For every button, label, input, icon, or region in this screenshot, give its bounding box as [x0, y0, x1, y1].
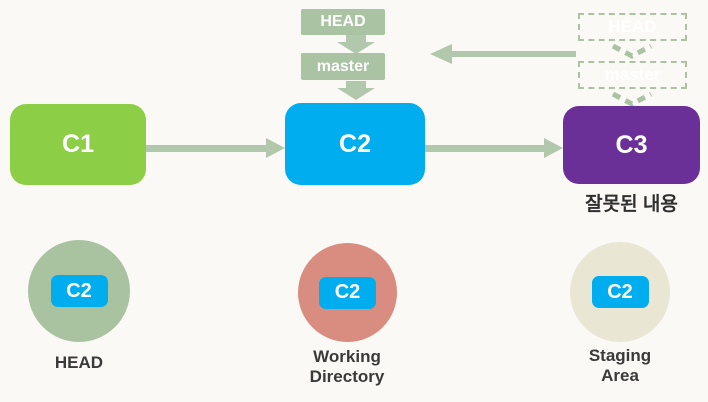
dashed-arrow-down-ghost-head-icon [611, 44, 653, 59]
ghost-head-pointer-label: HEAD [608, 17, 657, 36]
working-directory-label-line1: Working [313, 347, 381, 366]
commit-c2-box: C2 [285, 103, 425, 185]
master-pointer-label: master [316, 57, 370, 75]
arrow-left-pointer-move-icon [430, 44, 576, 64]
commit-c1-box: C1 [10, 104, 146, 185]
head-state-badge: C2 [50, 275, 108, 307]
master-pointer-box: master [301, 53, 385, 80]
working-directory-badge-label: C2 [334, 281, 361, 303]
staging-area-circle: C2 [570, 242, 670, 342]
working-directory-label: Working Directory [287, 347, 407, 387]
staging-area-label: Staging Area [560, 346, 680, 386]
dashed-arrow-down-ghost-master-icon [611, 92, 653, 107]
head-pointer-box: HEAD [301, 9, 385, 35]
ghost-master-pointer-box: master [578, 61, 687, 89]
working-directory-badge: C2 [319, 276, 376, 309]
commit-c3-label: C3 [615, 130, 648, 159]
staging-area-badge-label: C2 [607, 280, 633, 303]
head-state-circle: C2 [28, 240, 130, 342]
staging-area-label-line2: Area [601, 366, 639, 385]
block-arrow-down-master-to-c2-icon [337, 81, 375, 100]
arrow-c2-to-c3-icon [425, 138, 563, 158]
commit-c1-label: C1 [62, 130, 94, 158]
working-directory-circle: C2 [298, 243, 397, 342]
head-pointer-label: HEAD [320, 13, 366, 30]
ghost-master-pointer-label: master [604, 65, 661, 84]
block-arrow-down-head-to-master-icon [337, 35, 375, 54]
staging-area-badge: C2 [591, 276, 649, 308]
head-state-label: HEAD [54, 353, 104, 372]
commit-c3-box: C3 [563, 106, 700, 184]
commit-c2-label: C2 [339, 129, 371, 158]
ghost-head-pointer-box: HEAD [578, 13, 687, 41]
working-directory-label-line2: Directory [309, 367, 385, 386]
commit-c3-caption: 잘못된 내용 [585, 194, 678, 215]
head-state-badge-label: C2 [66, 279, 92, 302]
arrow-c1-to-c2-icon [146, 138, 285, 158]
staging-area-label-line1: Staging [588, 346, 652, 365]
